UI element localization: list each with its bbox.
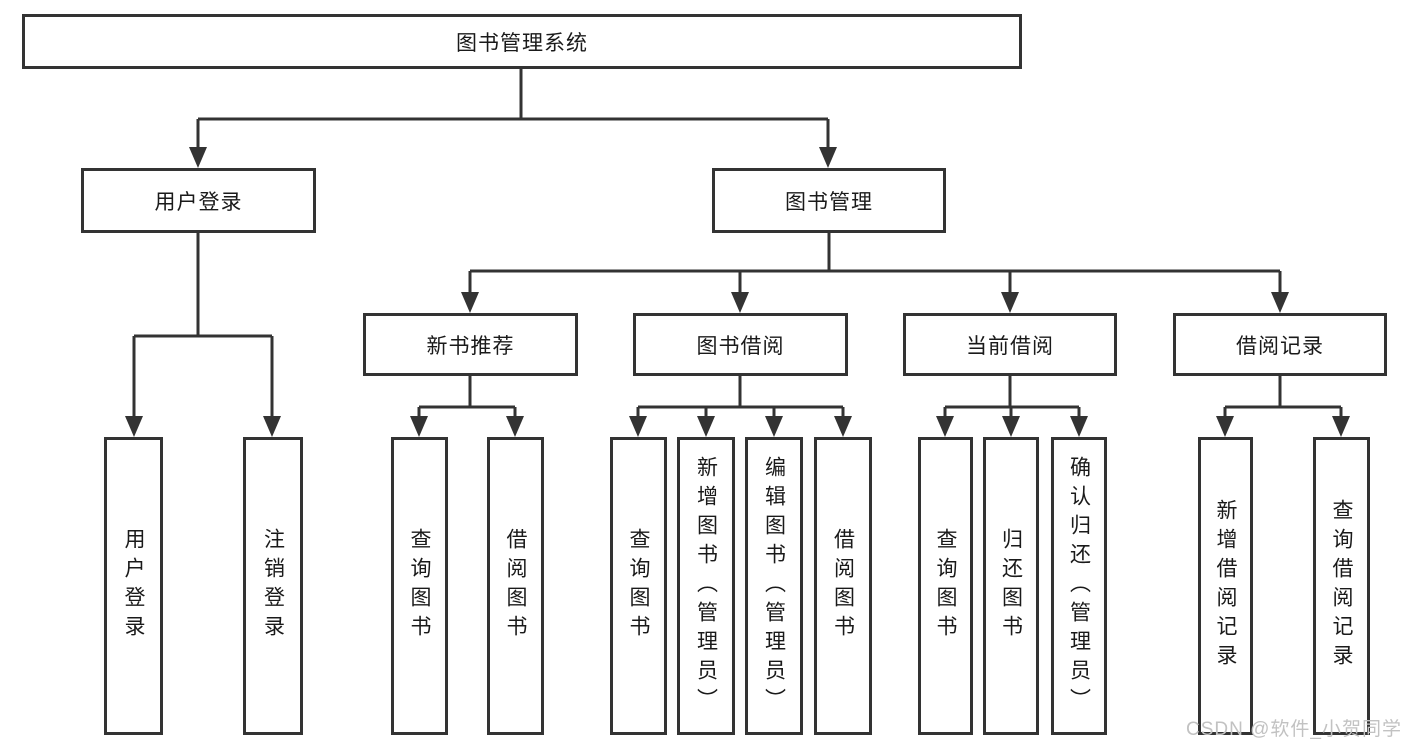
- connector-userlogin-to-leaves: [132, 233, 274, 418]
- node-label: 图书借阅: [696, 334, 785, 358]
- leaf-edit-books-admin: 编辑图书（管理员）: [745, 437, 803, 735]
- arrowheads: [125, 147, 1350, 437]
- connector-root-to-level2: [196, 69, 830, 149]
- leaf-query-books: 查询图书: [610, 437, 667, 735]
- node-label: 新增图书（管理员）: [694, 455, 718, 717]
- node-label: 借阅图书: [504, 528, 528, 644]
- leaf-add-borrow-record: 新增借阅记录: [1198, 437, 1253, 735]
- arrow-icon: [731, 292, 749, 313]
- node-label: 当前借阅: [966, 334, 1054, 358]
- node-label: 归还图书: [999, 528, 1023, 644]
- leaf-query-books: 查询图书: [918, 437, 973, 735]
- arrow-icon: [1216, 416, 1234, 437]
- node-library-system: 图书管理系统: [22, 14, 1022, 69]
- node-label: 查询图书: [408, 528, 432, 644]
- connector-currentborrow-to-leaves: [943, 376, 1081, 419]
- arrow-icon: [697, 416, 715, 437]
- arrow-icon: [629, 416, 647, 437]
- arrow-icon: [263, 416, 281, 437]
- node-new-book-recommendation: 新书推荐: [363, 313, 578, 376]
- leaf-logout: 注销登录: [243, 437, 303, 735]
- leaf-confirm-return-admin: 确认归还（管理员）: [1051, 437, 1107, 735]
- leaf-return-books: 归还图书: [983, 437, 1039, 735]
- node-label: 查询图书: [627, 528, 651, 644]
- node-user-login: 用户登录: [81, 168, 316, 233]
- connector-bookmgmt-to-level3: [468, 233, 1282, 294]
- arrow-icon: [189, 147, 207, 168]
- leaf-borrow-books: 借阅图书: [814, 437, 872, 735]
- node-label: 确认归还（管理员）: [1067, 455, 1091, 717]
- node-label: 编辑图书（管理员）: [762, 455, 786, 717]
- leaf-user-login: 用户登录: [104, 437, 163, 735]
- node-book-management: 图书管理: [712, 168, 946, 233]
- node-label: 用户登录: [154, 190, 243, 214]
- arrow-icon: [1070, 416, 1088, 437]
- node-label: 用户登录: [122, 528, 146, 644]
- connector-newbookrec-to-leaves: [417, 376, 517, 419]
- arrow-icon: [1271, 292, 1289, 313]
- node-current-borrowing: 当前借阅: [903, 313, 1117, 376]
- leaf-add-books-admin: 新增图书（管理员）: [677, 437, 735, 735]
- connector-borrowrecord-to-leaves: [1223, 376, 1343, 419]
- leaf-borrow-books: 借阅图书: [487, 437, 544, 735]
- arrow-icon: [461, 292, 479, 313]
- arrow-icon: [125, 416, 143, 437]
- node-label: 图书管理系统: [456, 31, 588, 55]
- node-label: 新书推荐: [426, 334, 515, 358]
- node-label: 新增借阅记录: [1214, 499, 1238, 673]
- node-book-borrowing: 图书借阅: [633, 313, 848, 376]
- watermark: CSDN @软件_小贺同学: [1186, 719, 1402, 740]
- node-label: 查询借阅记录: [1330, 499, 1354, 673]
- arrow-icon: [506, 416, 524, 437]
- arrow-icon: [1332, 416, 1350, 437]
- node-label: 注销登录: [261, 528, 285, 644]
- arrow-icon: [765, 416, 783, 437]
- arrow-icon: [1002, 416, 1020, 437]
- node-label: 借阅图书: [831, 528, 855, 644]
- node-label: 借阅记录: [1236, 334, 1324, 358]
- arrow-icon: [410, 416, 428, 437]
- arrow-icon: [819, 147, 837, 168]
- node-label: 图书管理: [785, 190, 873, 214]
- connector-bookborrow-to-leaves: [636, 376, 845, 419]
- node-label: 查询图书: [934, 528, 958, 644]
- arrow-icon: [936, 416, 954, 437]
- leaf-query-books: 查询图书: [391, 437, 448, 735]
- arrow-icon: [834, 416, 852, 437]
- node-borrowing-records: 借阅记录: [1173, 313, 1387, 376]
- arrow-icon: [1001, 292, 1019, 313]
- leaf-query-borrow-record: 查询借阅记录: [1313, 437, 1370, 735]
